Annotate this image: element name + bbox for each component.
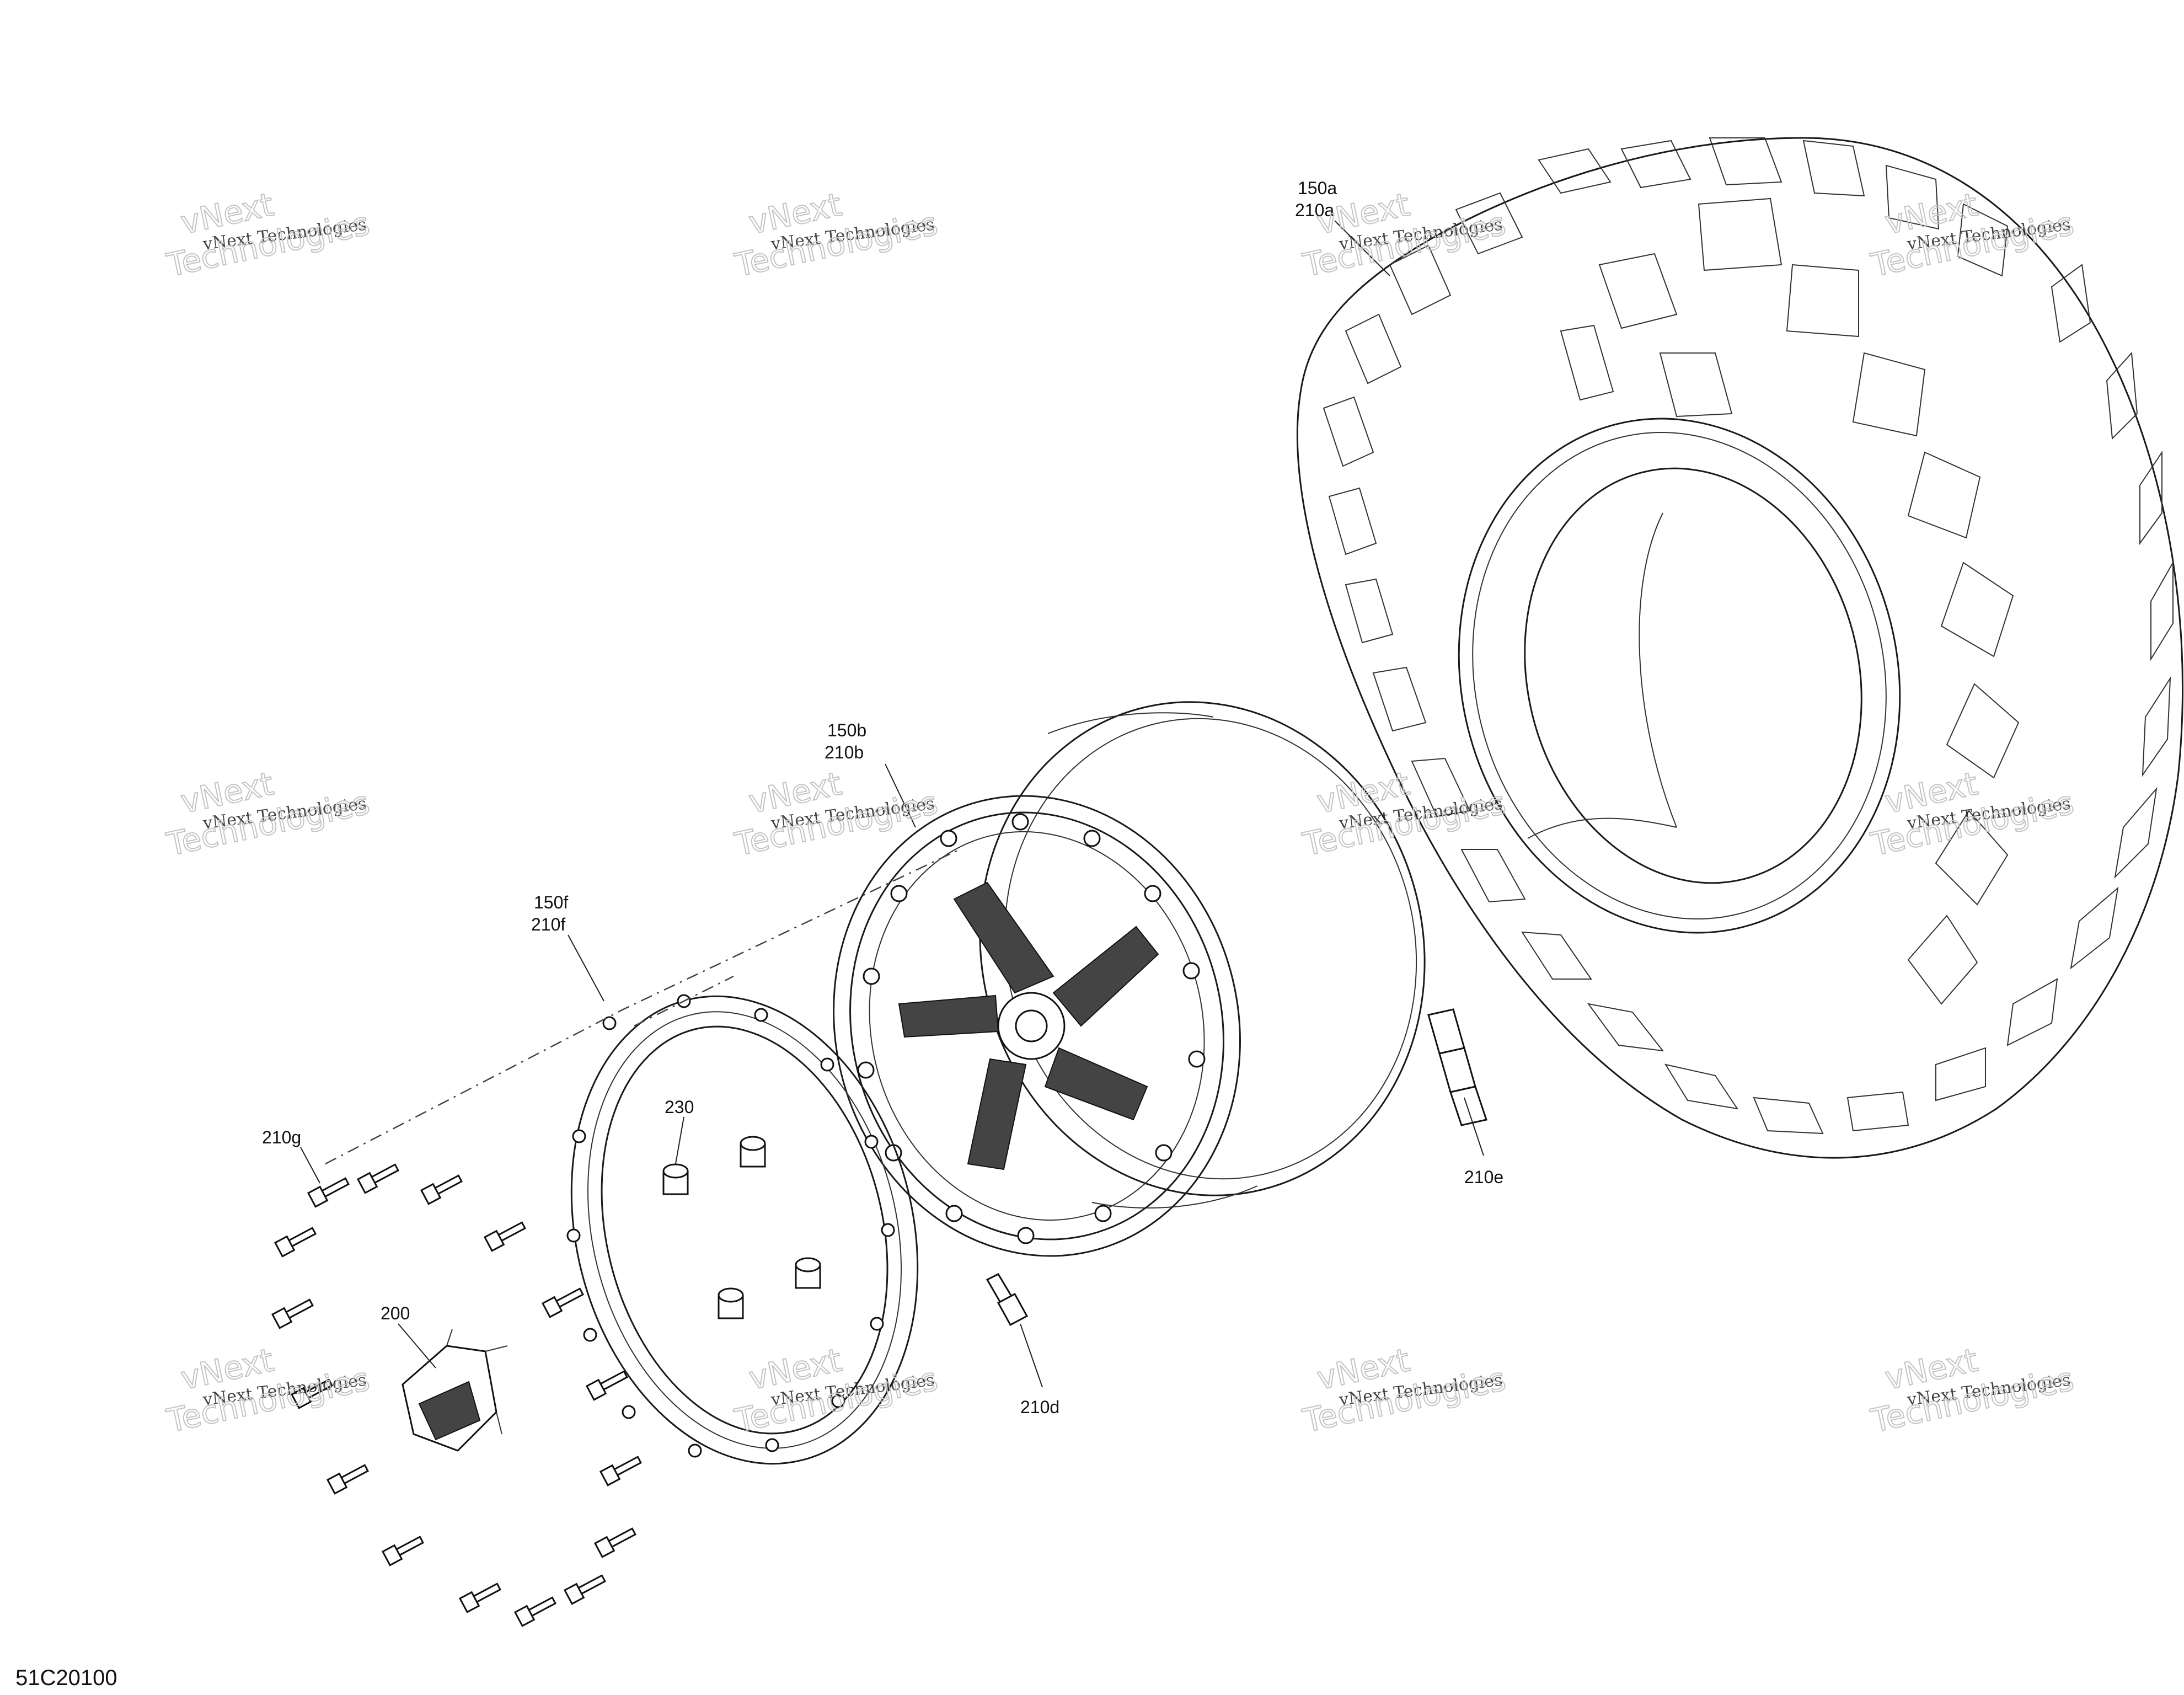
leader-line	[675, 1116, 684, 1164]
leader-line	[568, 934, 604, 1002]
callout-ring-line1: 150f	[534, 892, 568, 912]
callout-nuts: 230	[665, 1097, 694, 1117]
bolts-illustration	[271, 1163, 642, 1627]
tire-illustration	[1296, 137, 2184, 1159]
leader-line	[1334, 220, 1390, 276]
leader-line	[300, 1147, 320, 1184]
leader-line	[1464, 1097, 1484, 1156]
wheel-weight-illustration	[1427, 1008, 1487, 1126]
callout-rim-line1: 150b	[827, 720, 866, 740]
leader-line	[885, 763, 916, 828]
leader-line	[398, 1323, 436, 1368]
callout-bolts: 210g	[262, 1127, 301, 1147]
assembly-line	[325, 848, 960, 1165]
hub-cap-illustration	[402, 1329, 508, 1452]
valve-stem-illustration	[986, 1273, 1029, 1327]
callout-rim-line2: 210b	[825, 742, 864, 762]
leader-line	[1020, 1323, 1043, 1388]
rim-illustration	[833, 701, 1426, 1257]
callout-hub-cap: 200	[381, 1303, 410, 1323]
watermark-grid: vNext Technologies vNext Technologies vN…	[163, 185, 2078, 1440]
callout-valve: 210d	[1020, 1397, 1059, 1417]
lug-nuts-illustration	[662, 1136, 821, 1319]
diagram-code: 51C20100	[15, 1666, 117, 1690]
assembly-line	[634, 975, 734, 1027]
callout-tire-line2: 210a	[1295, 200, 1334, 220]
callout-tire-line1: 150a	[1298, 178, 1337, 198]
callout-weight: 210e	[1464, 1167, 1503, 1187]
callout-ring-line2: 210f	[531, 915, 565, 934]
